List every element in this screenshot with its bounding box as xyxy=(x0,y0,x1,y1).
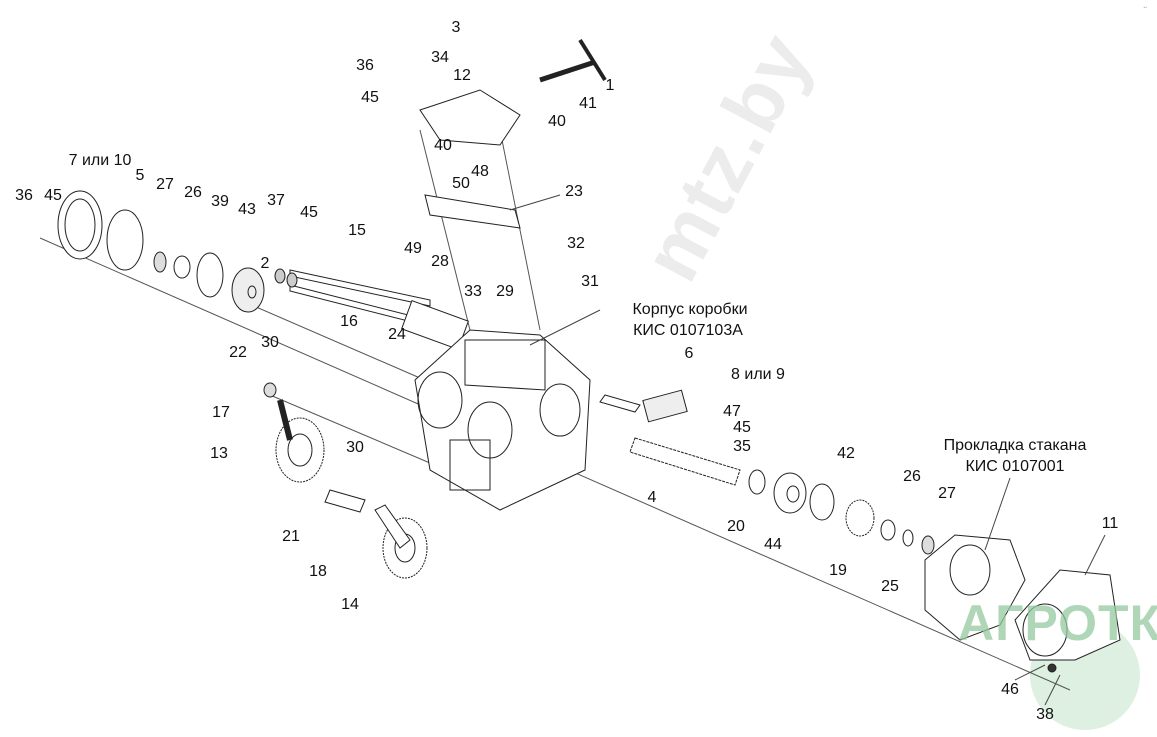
callout-number: 27 xyxy=(156,176,174,193)
callout-number: 40 xyxy=(548,113,566,130)
axis-line xyxy=(239,299,421,379)
callout-number: 45 xyxy=(300,204,318,221)
gasket-name-label: Прокладка стакана xyxy=(943,437,1087,454)
callout-number: 43 xyxy=(238,201,256,218)
brand-watermark: АГРОТКА xyxy=(958,595,1157,651)
axis-line xyxy=(499,129,541,331)
seal-27 xyxy=(153,251,167,273)
bearing-44 xyxy=(773,472,807,514)
callout-number: 12 xyxy=(453,67,471,84)
callout-number: 6 xyxy=(684,345,694,362)
callout-number: 34 xyxy=(431,49,449,66)
callout-number: 49 xyxy=(404,240,422,257)
washer-46 xyxy=(1047,663,1057,673)
callout-number: 17 xyxy=(212,404,230,421)
callout-number: 50 xyxy=(452,175,470,192)
callout-number: 26 xyxy=(184,184,202,201)
gasket-23 xyxy=(424,194,521,229)
top-cover-12 xyxy=(419,89,521,146)
callout-number: 37 xyxy=(267,192,285,209)
callout-number: 18 xyxy=(309,563,327,580)
callout-number: 45 xyxy=(733,419,751,436)
leader-lines xyxy=(509,194,1106,706)
callout-number: 36 xyxy=(356,57,374,74)
callout-number: 36 xyxy=(15,187,33,204)
callout-number: 28 xyxy=(431,253,449,270)
ring-39 xyxy=(196,252,224,298)
callout-number: 42 xyxy=(837,445,855,462)
housing-code-label: КИС 0107103А xyxy=(633,322,743,339)
callout-number: 40 xyxy=(434,137,452,154)
bearing-26 xyxy=(173,255,191,279)
callout-number: 22 xyxy=(229,344,247,361)
callout-number: 8 или 9 xyxy=(731,366,785,383)
callout-number: 26 xyxy=(903,468,921,485)
callout-number: 13 xyxy=(210,445,228,462)
ring-25 xyxy=(902,529,914,547)
callout-number: 38 xyxy=(1036,706,1054,723)
callout-number: 47 xyxy=(723,403,741,420)
callout-number: 7 или 10 xyxy=(68,152,132,169)
housing-name-label: Корпус коробки xyxy=(632,301,748,318)
callout-number: 45 xyxy=(44,187,62,204)
callout-number: 31 xyxy=(581,273,599,290)
callout-number: 4 xyxy=(647,489,657,506)
callout-number: 21 xyxy=(282,528,300,545)
ring-20 xyxy=(748,469,766,495)
callout-number: 30 xyxy=(346,439,364,456)
callout-number: 16 xyxy=(340,313,358,330)
callout-number: 24 xyxy=(388,326,406,343)
callout-number: 41 xyxy=(579,95,597,112)
callout-number: 39 xyxy=(211,193,229,210)
bearing-26b xyxy=(880,519,896,541)
callout-number: 3 xyxy=(451,19,461,36)
callout-number: 14 xyxy=(341,596,359,613)
lever-18 xyxy=(374,504,411,549)
plate-6 xyxy=(599,394,641,413)
rod-15 xyxy=(289,269,431,307)
gear-13 xyxy=(275,417,325,483)
forks-24 xyxy=(401,300,469,350)
pin-21 xyxy=(324,489,366,513)
corner-mark: ▪▪ xyxy=(1143,5,1147,11)
callout-number: 32 xyxy=(567,235,585,252)
gasket-stakan xyxy=(924,534,1026,641)
callout-number: 44 xyxy=(764,536,782,553)
callout-number: 48 xyxy=(471,163,489,180)
callout-number: 15 xyxy=(348,222,366,239)
plate-8-9 xyxy=(642,389,688,423)
callout-number: 20 xyxy=(727,518,745,535)
lever-17 xyxy=(277,399,293,441)
callout-number: 27 xyxy=(938,485,956,502)
shaft-4 xyxy=(629,437,741,486)
gasket-5 xyxy=(106,209,144,271)
gearbox-housing xyxy=(414,329,591,511)
axis-line xyxy=(419,129,471,331)
callout-number: 1 xyxy=(605,77,615,94)
callout-number: 5 xyxy=(135,167,145,184)
callout-number: 23 xyxy=(565,183,583,200)
callout-number: 30 xyxy=(261,334,279,351)
callout-number: 35 xyxy=(733,438,751,455)
callout-number: 46 xyxy=(1001,681,1019,698)
callout-number: 2 xyxy=(260,255,270,272)
housing-11 xyxy=(1014,569,1121,661)
ring-42 xyxy=(809,483,835,521)
lever-1 xyxy=(539,59,596,83)
seal-27b xyxy=(921,535,935,555)
callout-number: 45 xyxy=(361,89,379,106)
gear-19 xyxy=(845,499,875,537)
gasket-code-label: КИС 0107001 xyxy=(965,458,1065,475)
callout-number: 25 xyxy=(881,578,899,595)
callout-number: 33 xyxy=(464,283,482,300)
callout-number: 19 xyxy=(829,562,847,579)
callout-number: 29 xyxy=(496,283,514,300)
cover-plate xyxy=(57,190,103,260)
callout-number: 11 xyxy=(1101,515,1119,532)
